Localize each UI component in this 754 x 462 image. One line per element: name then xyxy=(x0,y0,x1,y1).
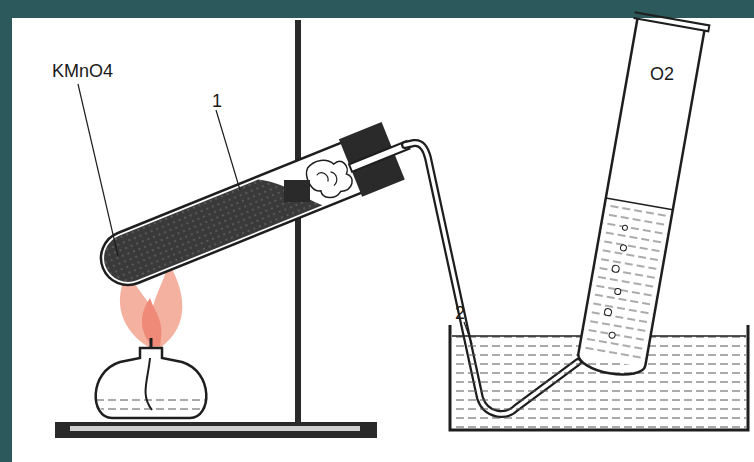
stand-rod xyxy=(295,20,301,424)
test-tube xyxy=(91,116,419,297)
gas-cylinder xyxy=(572,12,709,380)
leader-line xyxy=(464,322,472,344)
callout-number: 2 xyxy=(455,304,465,322)
leader-line xyxy=(216,110,240,190)
stand-base xyxy=(55,422,377,438)
spirit-lamp xyxy=(96,338,207,418)
leader-line xyxy=(78,84,118,256)
clamp xyxy=(284,180,310,202)
callout-number: 1 xyxy=(212,92,222,110)
gas-label: O2 xyxy=(648,64,676,84)
chemical-label: KMnO4 xyxy=(52,62,113,80)
